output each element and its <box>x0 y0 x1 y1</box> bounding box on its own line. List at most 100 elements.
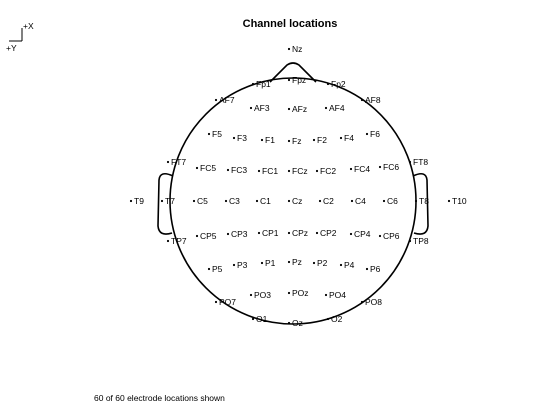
electrode-o2: O2 <box>326 314 343 324</box>
electrode-c6: C6 <box>382 196 398 206</box>
electrode-label: C5 <box>197 196 208 206</box>
electrode-cp2: CP2 <box>315 228 337 238</box>
electrode-marker <box>166 239 170 243</box>
electrode-marker <box>326 317 330 321</box>
right-ear-shape <box>412 172 429 235</box>
electrode-label: CP4 <box>354 229 371 239</box>
chart-title: Channel locations <box>243 18 338 30</box>
electrode-label: F3 <box>237 133 247 143</box>
electrode-f5: F5 <box>207 129 222 139</box>
electrode-o1: O1 <box>251 314 268 324</box>
electrode-marker <box>350 199 354 203</box>
electrode-c4: C4 <box>350 196 366 206</box>
electrode-cz: Cz <box>287 196 302 206</box>
electrode-label: Fp2 <box>331 79 346 89</box>
electrode-marker <box>312 261 316 265</box>
electrode-marker <box>318 199 322 203</box>
electrode-marker <box>260 138 264 142</box>
electrode-fz: Fz <box>287 136 301 146</box>
electrode-label: AF8 <box>365 95 381 105</box>
electrode-p2: P2 <box>312 258 328 268</box>
nose-shape <box>269 62 317 83</box>
electrode-tp7: TP7 <box>166 236 187 246</box>
electrode-fc1: FC1 <box>257 166 278 176</box>
electrode-marker <box>249 293 253 297</box>
electrode-label: P1 <box>265 258 276 268</box>
electrode-c1: C1 <box>255 196 271 206</box>
electrode-label: Cz <box>292 196 302 206</box>
electrode-marker <box>257 169 261 173</box>
axis-y-label: +Y <box>6 43 17 53</box>
electrode-label: FT8 <box>413 157 428 167</box>
electrode-marker <box>192 199 196 203</box>
electrode-fc6: FC6 <box>378 162 399 172</box>
electrode-p5: P5 <box>207 264 223 274</box>
electrode-marker <box>195 234 199 238</box>
electrode-marker <box>287 169 291 173</box>
electrode-label: FT7 <box>171 157 186 167</box>
electrode-label: PO7 <box>219 297 236 307</box>
electrode-label: F6 <box>370 129 380 139</box>
electrode-marker <box>287 260 291 264</box>
electrode-f6: F6 <box>365 129 380 139</box>
electrode-marker <box>447 199 451 203</box>
electrode-label: CP1 <box>262 228 279 238</box>
electrode-af8: AF8 <box>360 95 381 105</box>
electrode-marker <box>312 138 316 142</box>
electrode-label: FC4 <box>354 164 370 174</box>
electrode-marker <box>349 167 353 171</box>
electrode-marker <box>207 267 211 271</box>
electrode-label: P4 <box>344 260 355 270</box>
electrode-marker <box>226 232 230 236</box>
electrode-marker <box>287 107 291 111</box>
electrode-label: CP3 <box>231 229 248 239</box>
electrode-f1: F1 <box>260 135 275 145</box>
electrode-t8: T8 <box>414 196 429 206</box>
electrode-label: CP2 <box>320 228 337 238</box>
electrode-label: TP8 <box>413 236 429 246</box>
electrode-marker <box>287 78 291 82</box>
electrode-label: Pz <box>292 257 302 267</box>
electrode-marker <box>382 199 386 203</box>
electrode-marker <box>339 263 343 267</box>
electrode-label: P5 <box>212 264 223 274</box>
electrode-t9: T9 <box>129 196 144 206</box>
electrode-label: F4 <box>344 133 354 143</box>
electrode-label: P3 <box>237 260 248 270</box>
electrode-po7: PO7 <box>214 297 236 307</box>
electrode-label: Fz <box>292 136 301 146</box>
electrode-marker <box>287 47 291 51</box>
electrode-tp8: TP8 <box>408 236 429 246</box>
electrode-marker <box>207 132 211 136</box>
electrode-marker <box>224 199 228 203</box>
electrode-fc3: FC3 <box>226 165 247 175</box>
electrode-marker <box>214 300 218 304</box>
electrode-fp2: Fp2 <box>326 79 346 89</box>
electrode-marker <box>324 293 328 297</box>
electrode-label: FC1 <box>262 166 278 176</box>
electrode-label: Fp1 <box>256 79 271 89</box>
electrode-label: T8 <box>419 196 429 206</box>
electrode-marker <box>166 160 170 164</box>
electrode-marker <box>287 231 291 235</box>
electrode-label: T7 <box>165 196 175 206</box>
electrode-label: C1 <box>260 196 271 206</box>
electrode-cp6: CP6 <box>378 231 400 241</box>
electrode-marker <box>257 231 261 235</box>
electrode-c3: C3 <box>224 196 240 206</box>
electrode-af7: AF7 <box>214 95 235 105</box>
electrode-cp4: CP4 <box>349 229 371 239</box>
electrode-oz: Oz <box>287 318 303 328</box>
electrode-ft8: FT8 <box>408 157 428 167</box>
electrode-cpz: CPz <box>287 228 308 238</box>
electrode-marker <box>326 82 330 86</box>
electrode-p1: P1 <box>260 258 276 268</box>
electrode-po4: PO4 <box>324 290 346 300</box>
electrode-label: PO4 <box>329 290 346 300</box>
axis-x-label: +X <box>23 21 34 31</box>
electrode-label: PO3 <box>254 290 271 300</box>
electrode-c5: C5 <box>192 196 208 206</box>
electrode-label: TP7 <box>171 236 187 246</box>
